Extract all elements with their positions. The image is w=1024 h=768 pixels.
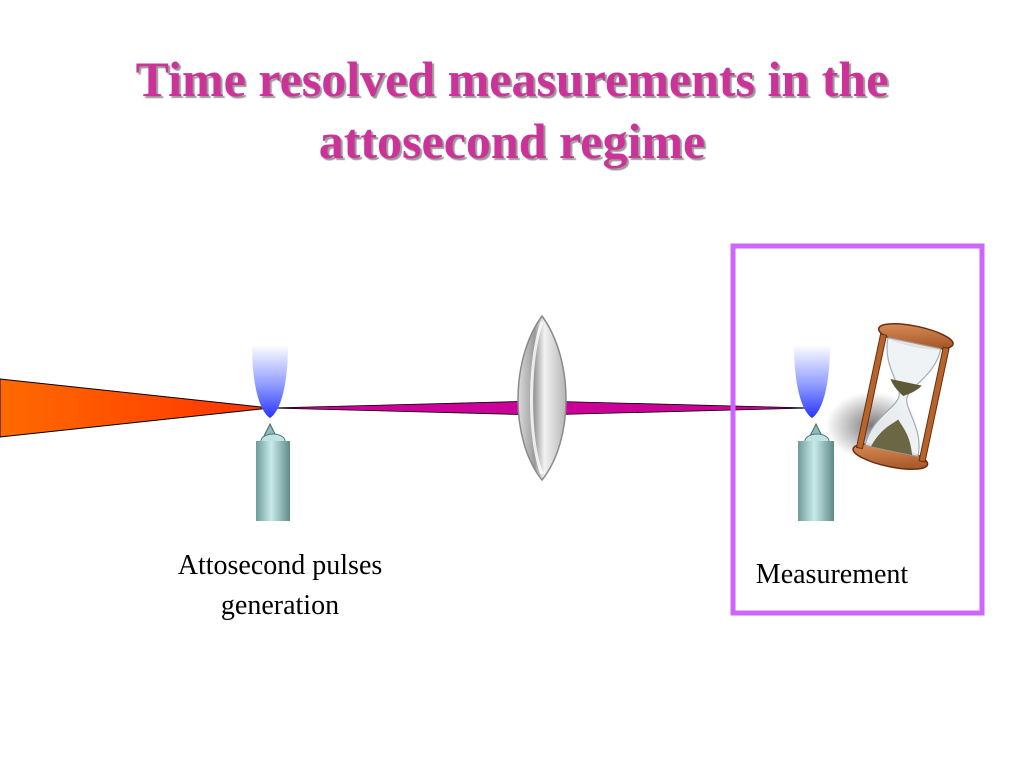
generation-caption-line-2: generation [220,590,340,621]
slide-title: Time resolved measurements in the attose… [40,48,984,172]
generation-caption: Attosecond pulses generation [130,546,430,626]
hourglass-icon [826,323,954,470]
measurement-caption: Measurement [755,559,909,590]
measurement-highlight-box [730,243,985,616]
attosecond-beam-converging [539,400,813,416]
generation-gas-jet [252,345,288,418]
generation-caption-line-1: Attosecond pulses [177,550,383,581]
laser-beam [0,378,271,438]
generation-nozzle [256,422,290,521]
measurement-nozzle [798,422,834,521]
measurement-gas-jet [794,345,830,418]
title-line-1: Time resolved measurements in the [135,51,889,107]
attosecond-beam-diverging [269,400,541,416]
focusing-lens [517,314,567,482]
title-line-2: attosecond regime [318,113,706,169]
